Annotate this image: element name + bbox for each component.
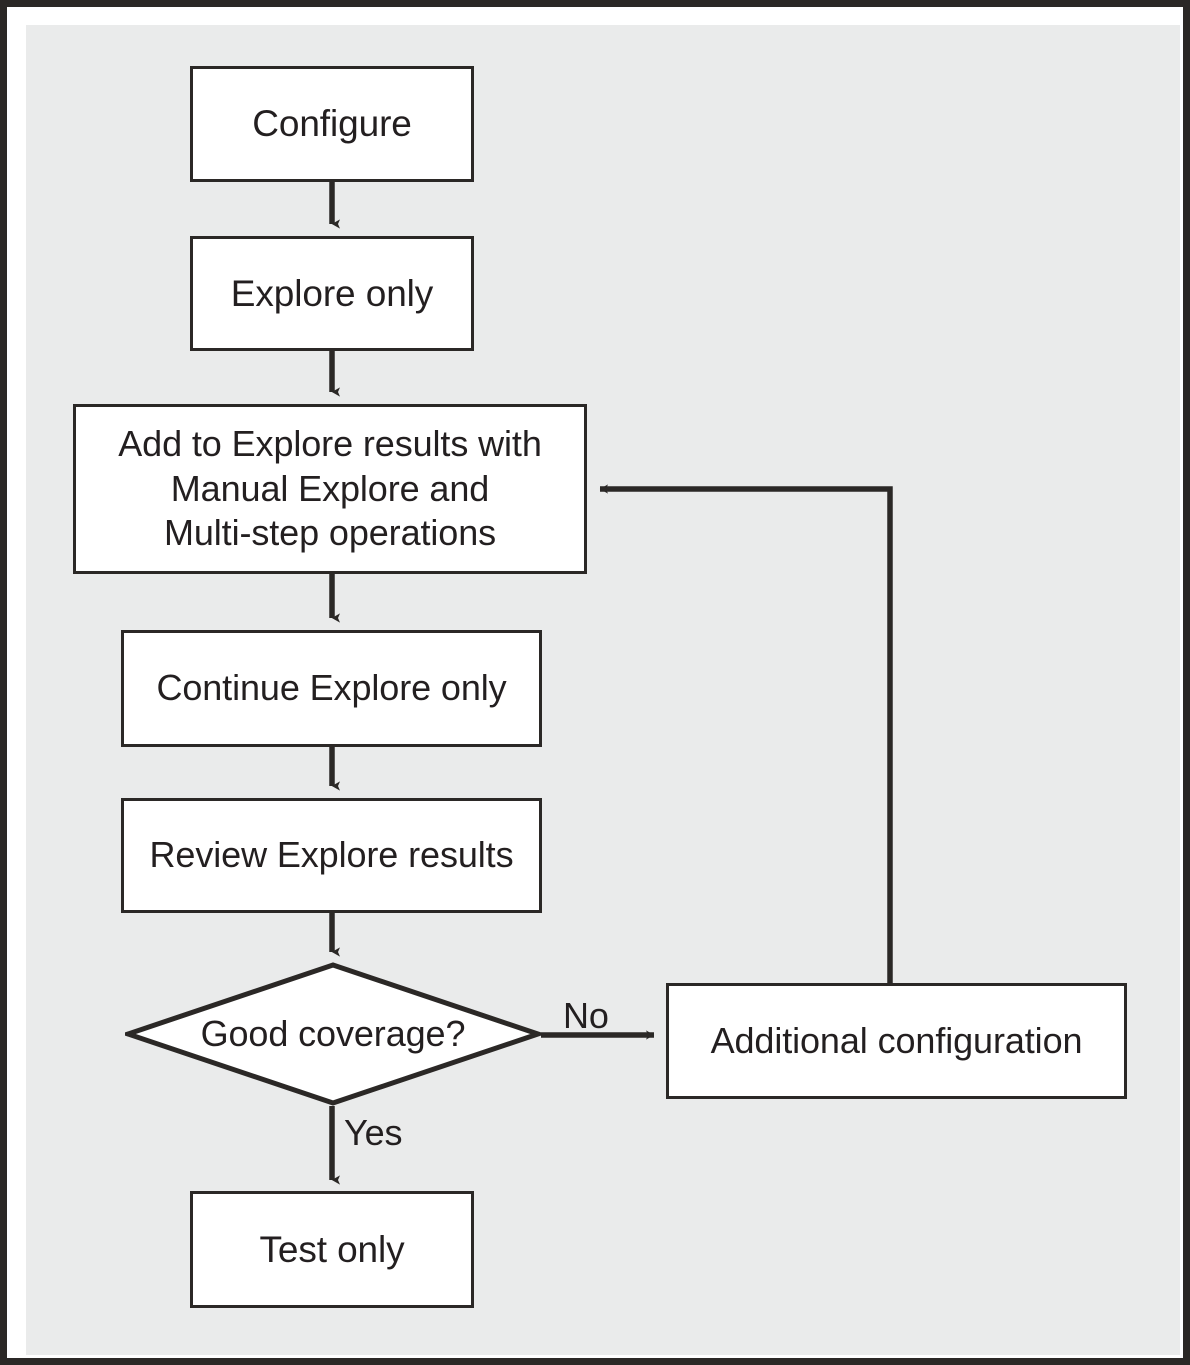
node-review-explore-results[interactable]: Review Explore results [121, 798, 542, 913]
node-additional-configuration-label: Additional configuration [710, 1019, 1083, 1061]
edge-label-yes: Yes [344, 1112, 403, 1153]
node-additional-configuration[interactable]: Additional configuration [666, 983, 1127, 1099]
node-test-only[interactable]: Test only [190, 1191, 474, 1308]
edge-label-no: No [563, 995, 609, 1036]
node-review-explore-results-label: Review Explore results [149, 834, 514, 876]
node-explore-only-label: Explore only [230, 272, 434, 314]
node-good-coverage-decision[interactable]: Good coverage? [125, 962, 541, 1106]
node-continue-explore-only-label: Continue Explore only [156, 667, 507, 709]
node-add-to-explore-results-label: Add to Explore results with Manual Explo… [118, 423, 542, 554]
node-good-coverage-label: Good coverage? [200, 1013, 466, 1054]
diamond-shape [125, 962, 541, 1106]
node-explore-only[interactable]: Explore only [190, 236, 474, 351]
node-continue-explore-only[interactable]: Continue Explore only [121, 630, 542, 747]
node-add-to-explore-results[interactable]: Add to Explore results with Manual Explo… [73, 404, 587, 574]
node-configure-label: Configure [252, 103, 412, 145]
node-configure[interactable]: Configure [190, 66, 474, 182]
node-test-only-label: Test only [259, 1228, 405, 1270]
